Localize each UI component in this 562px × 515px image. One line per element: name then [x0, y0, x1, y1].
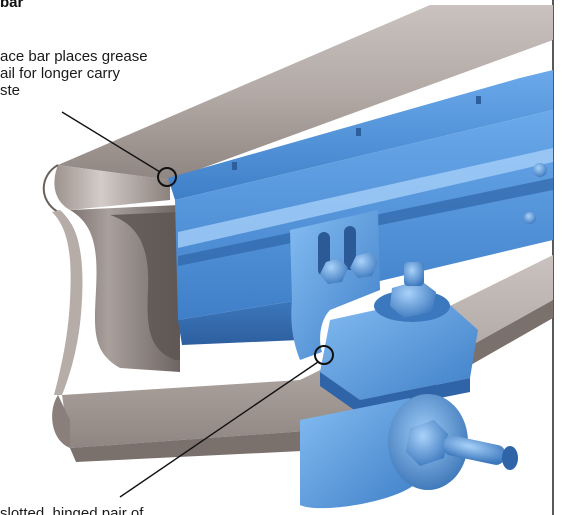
clamp-block-side — [320, 372, 470, 414]
callout-marker-top — [157, 167, 177, 187]
clamp-nut — [390, 280, 436, 318]
rail-cavity-shadow — [110, 212, 180, 360]
slot-right — [344, 226, 356, 270]
callout-bottom-line-1: slotted, hinged pair of — [0, 505, 144, 515]
rail-foot-side — [70, 300, 553, 462]
bar-bolt-2 — [524, 212, 536, 224]
tensioner-nut — [406, 420, 448, 466]
clamp-stud — [404, 262, 424, 286]
rail-head-top — [58, 5, 553, 180]
rail-profile-face — [52, 210, 83, 395]
callout-heading: bar — [0, 0, 24, 11]
shaft-end — [502, 446, 518, 470]
hinge-plate — [290, 210, 380, 360]
callout-top-line-2: ail for longer carry — [0, 65, 121, 82]
rail — [42, 5, 553, 462]
rail-foot-top — [62, 255, 553, 448]
slot-bolt-right — [350, 252, 378, 278]
tensioner-shaft — [443, 435, 506, 465]
tensioner-housing — [300, 398, 420, 509]
leader-line-bottom — [119, 361, 319, 498]
clamp-assembly — [290, 210, 518, 509]
rail-foot-edge — [52, 395, 70, 448]
clamp-block — [320, 296, 478, 400]
grease-bar-highlight — [178, 148, 553, 248]
bar-bolt-1 — [533, 163, 547, 177]
slot-bolt-left — [320, 258, 348, 284]
notch-1 — [232, 162, 237, 170]
notch-3 — [476, 96, 481, 104]
callout-top-line-1: ace bar places grease — [0, 48, 148, 65]
callout-marker-bottom — [314, 345, 334, 365]
callout-top-line-3: ste — [0, 82, 21, 99]
grease-bar-lip — [178, 300, 300, 345]
notch-2 — [356, 128, 361, 136]
rail-head-face — [54, 165, 170, 210]
leader-line-top — [61, 111, 161, 173]
